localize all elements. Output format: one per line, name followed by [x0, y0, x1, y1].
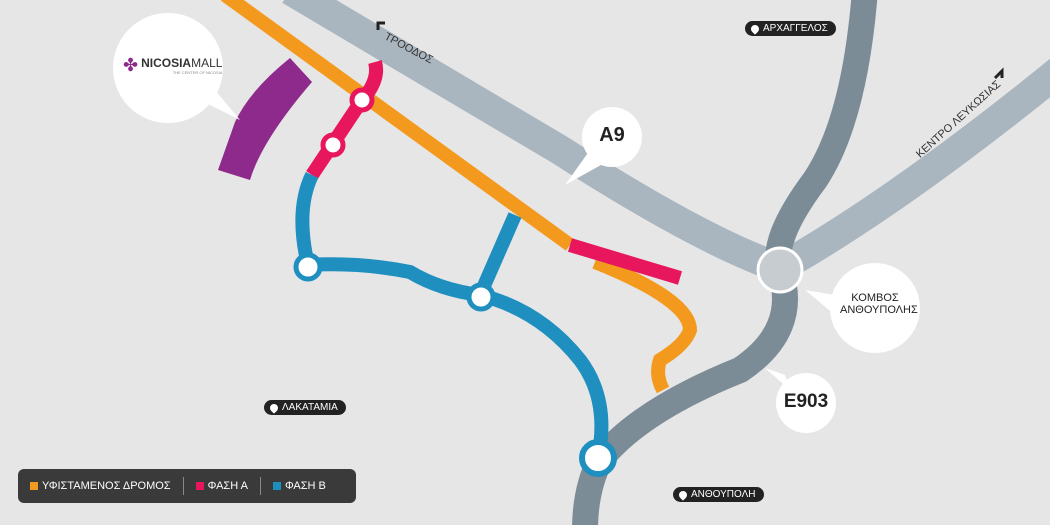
place-archangelos: ΑΡΧΑΓΓΕΛΟΣ — [745, 21, 836, 36]
legend: ΥΦΙΣΤΑΜΕΝΟΣ ΔΡΟΜΟΣ ΦΑΣΗ Α ΦΑΣΗ Β — [18, 469, 356, 503]
place-name: ΑΡΧΑΓΓΕΛΟΣ — [763, 23, 828, 34]
legend-label: ΥΦΙΣΤΑΜΕΝΟΣ ΔΡΟΜΟΣ — [42, 480, 171, 492]
e903-label: E903 — [783, 391, 829, 412]
place-anthoupoli: ΑΝΘΟΥΠΟΛΗ — [673, 487, 764, 502]
swatch-icon — [195, 482, 204, 490]
road-phase-a — [567, 238, 683, 285]
legend-existing: ΥΦΙΣΤΑΜΕΝΟΣ ΔΡΟΜΟΣ — [30, 480, 171, 492]
callouts — [113, 13, 920, 433]
road-phase-b — [295, 171, 609, 460]
legend-label: ΦΑΣΗ Β — [284, 480, 326, 492]
chevron-kentro-icon — [993, 67, 1004, 80]
swatch-icon — [30, 482, 38, 490]
a9-label: A9 — [599, 124, 625, 146]
nicosia-mall-logo: ✤ NICOSIAMALL THE CENTER OF NICOSIA — [123, 55, 222, 76]
map-pin-icon — [268, 401, 280, 414]
road-existing — [220, 0, 575, 251]
place-lakatamia: ΛΑΚΑΤΑΜΙΑ — [264, 400, 346, 415]
roundabout-anthoupolis — [756, 246, 804, 294]
legend-label: ΦΑΣΗ Α — [207, 480, 248, 492]
swatch-icon — [272, 482, 281, 490]
road-existing-branch — [592, 255, 698, 394]
roundabouts — [293, 87, 617, 477]
legend-phase-b: ΦΑΣΗ Β — [272, 480, 326, 492]
chevron-troodos-icon — [376, 21, 385, 30]
mall-tagline: THE CENTER OF NICOSIA — [172, 70, 223, 75]
mall-logo-icon: ✤ — [123, 55, 139, 75]
mall-name-light: MALL — [191, 56, 223, 70]
place-name: ΛΑΚΑΤΑΜΙΑ — [282, 402, 338, 413]
map-pin-icon — [749, 22, 761, 35]
legend-phase-a: ΦΑΣΗ Α — [195, 480, 248, 492]
nicosia-mall-building — [218, 58, 312, 180]
mall-name: NICOSIA — [141, 56, 192, 70]
junction-label: ΚΟΜΒΟΣ ΑΝΘΟΥΠΟΛΗΣ — [840, 292, 918, 316]
road-phase-b-link — [473, 212, 522, 298]
map-pin-icon — [677, 488, 689, 501]
place-name: ΑΝΘΟΥΠΟΛΗ — [691, 489, 756, 500]
